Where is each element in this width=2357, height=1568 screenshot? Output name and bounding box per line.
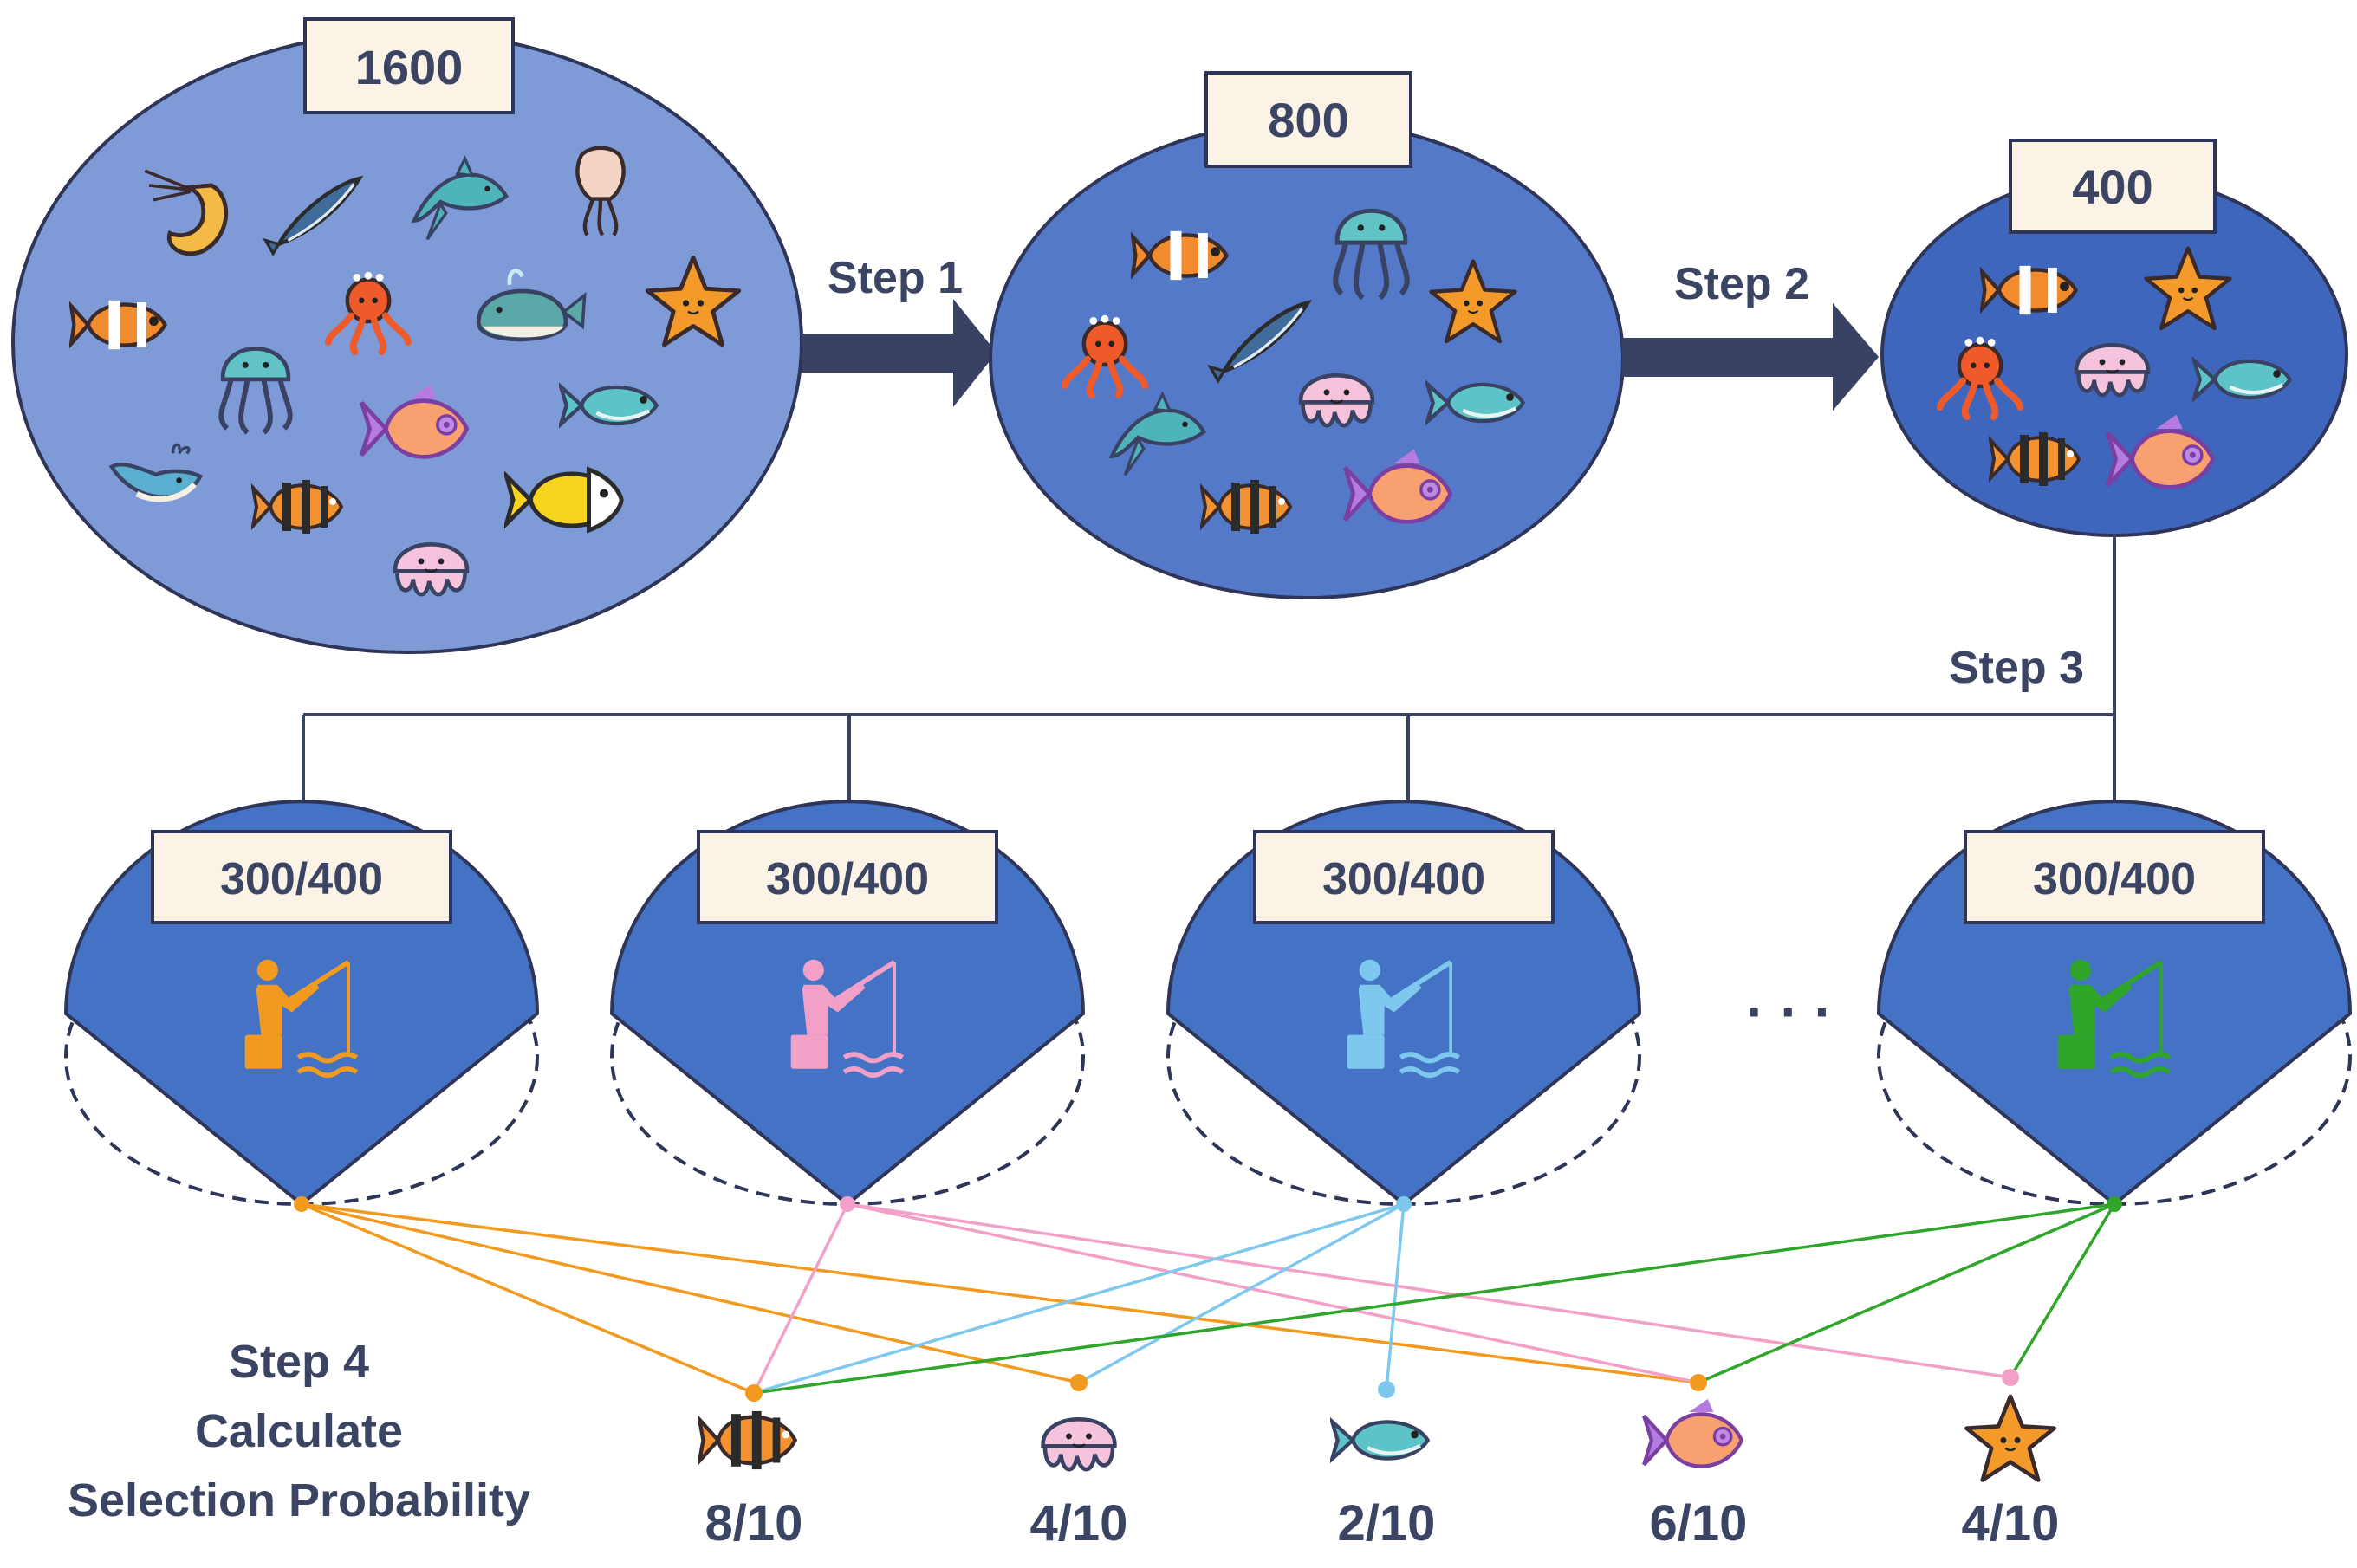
starfish-icon	[1966, 1396, 2054, 1481]
angler-cone-1: 300/400	[63, 800, 540, 1207]
selection-probability: 8/10	[705, 1495, 803, 1552]
selection-line	[847, 1202, 1699, 1384]
result-5: 4/10	[1962, 1396, 2060, 1552]
result-3: 2/10	[1332, 1422, 1435, 1552]
fish-striped-icon	[699, 1411, 795, 1469]
selection-line	[301, 1202, 1080, 1384]
result-fish: 8/10 4/10 2/10 6/10 4/10	[699, 1396, 2059, 1552]
selection-line	[1078, 1202, 1405, 1384]
cone-tip-dot	[294, 1196, 309, 1212]
result-2: 4/10	[1030, 1419, 1128, 1552]
selection-probability: 4/10	[1030, 1495, 1128, 1552]
step1-label: Step 1	[828, 253, 963, 303]
jelly-pink-icon	[2076, 345, 2148, 395]
step3-label: Step 3	[1949, 643, 2084, 693]
step1-arrow: Step 1	[802, 253, 997, 407]
selection-line	[1698, 1202, 2115, 1384]
pool-count-box-2	[1204, 71, 1412, 168]
pool-count-label: 400	[2072, 159, 2152, 214]
selection-probability: 4/10	[1962, 1495, 2060, 1552]
step4-line3: Selection Probability	[68, 1474, 530, 1526]
fish-blue-icon	[1332, 1422, 1428, 1459]
selection-probability: 6/10	[1650, 1495, 1748, 1552]
selection-line	[301, 1202, 755, 1395]
jelly-pink-icon	[395, 544, 467, 594]
fish-orange-icon	[1644, 1399, 1742, 1467]
selection-line	[2009, 1203, 2116, 1378]
selection-line	[1385, 1203, 1406, 1390]
angler-ratio-label: 300/400	[766, 854, 929, 904]
squid-icon	[577, 148, 623, 236]
angler-ratio-box	[1964, 830, 2265, 924]
cone-tip-dot	[1396, 1196, 1412, 1212]
selection-line	[753, 1202, 1405, 1395]
result-dot	[1070, 1374, 1088, 1391]
selection-line	[301, 1202, 1699, 1384]
pool-count-label: 1600	[355, 40, 464, 94]
angler-ratio-box	[697, 830, 998, 924]
pool-count-box-1	[303, 17, 515, 114]
selection-line	[753, 1202, 2115, 1395]
step2-arrow: Step 2	[1622, 259, 1879, 411]
pool-1600: 1600	[11, 17, 803, 654]
angler-ratio-label: 300/400	[2033, 854, 2196, 904]
angler-cones: 300/400 300/400 300/400 300/400	[63, 800, 2353, 1207]
cone-tip-dot	[2107, 1196, 2122, 1212]
selection-line	[752, 1203, 849, 1394]
pool-400: 400	[1880, 139, 2348, 537]
result-dot	[745, 1384, 763, 1402]
result-dot	[1690, 1374, 1707, 1391]
result-dot	[2002, 1369, 2019, 1386]
jelly-pink-icon	[1043, 1419, 1115, 1469]
pool-800: 800	[989, 71, 1625, 599]
step2-label: Step 2	[1674, 259, 1809, 309]
angler-cone-4: 300/400	[1876, 800, 2353, 1207]
angler-ratio-label: 300/400	[1322, 854, 1485, 904]
jelly-pink-icon	[1301, 375, 1373, 425]
step4-caption: Step 4 Calculate Selection Probability	[68, 1336, 530, 1526]
selection-line	[847, 1202, 2011, 1379]
ellipsis-label: · · ·	[1746, 981, 1833, 1043]
angler-cone-2: 300/400	[609, 800, 1086, 1207]
pool-count-label: 800	[1268, 93, 1348, 147]
selection-probability: 2/10	[1338, 1495, 1436, 1552]
step4-line2: Calculate	[195, 1405, 403, 1457]
result-1: 8/10	[699, 1411, 802, 1552]
angler-ratio-box	[1253, 830, 1555, 924]
angler-cone-3: 300/400	[1166, 800, 1642, 1207]
result-dot	[1378, 1381, 1395, 1398]
step4-line1: Step 4	[229, 1336, 369, 1388]
pool-count-box-3	[2009, 139, 2217, 234]
angler-ratio-label: 300/400	[220, 854, 383, 904]
cone-tip-dot	[840, 1196, 855, 1212]
selection-links	[294, 1196, 2122, 1402]
angler-ratio-box	[151, 830, 452, 924]
result-4: 6/10	[1644, 1399, 1747, 1552]
